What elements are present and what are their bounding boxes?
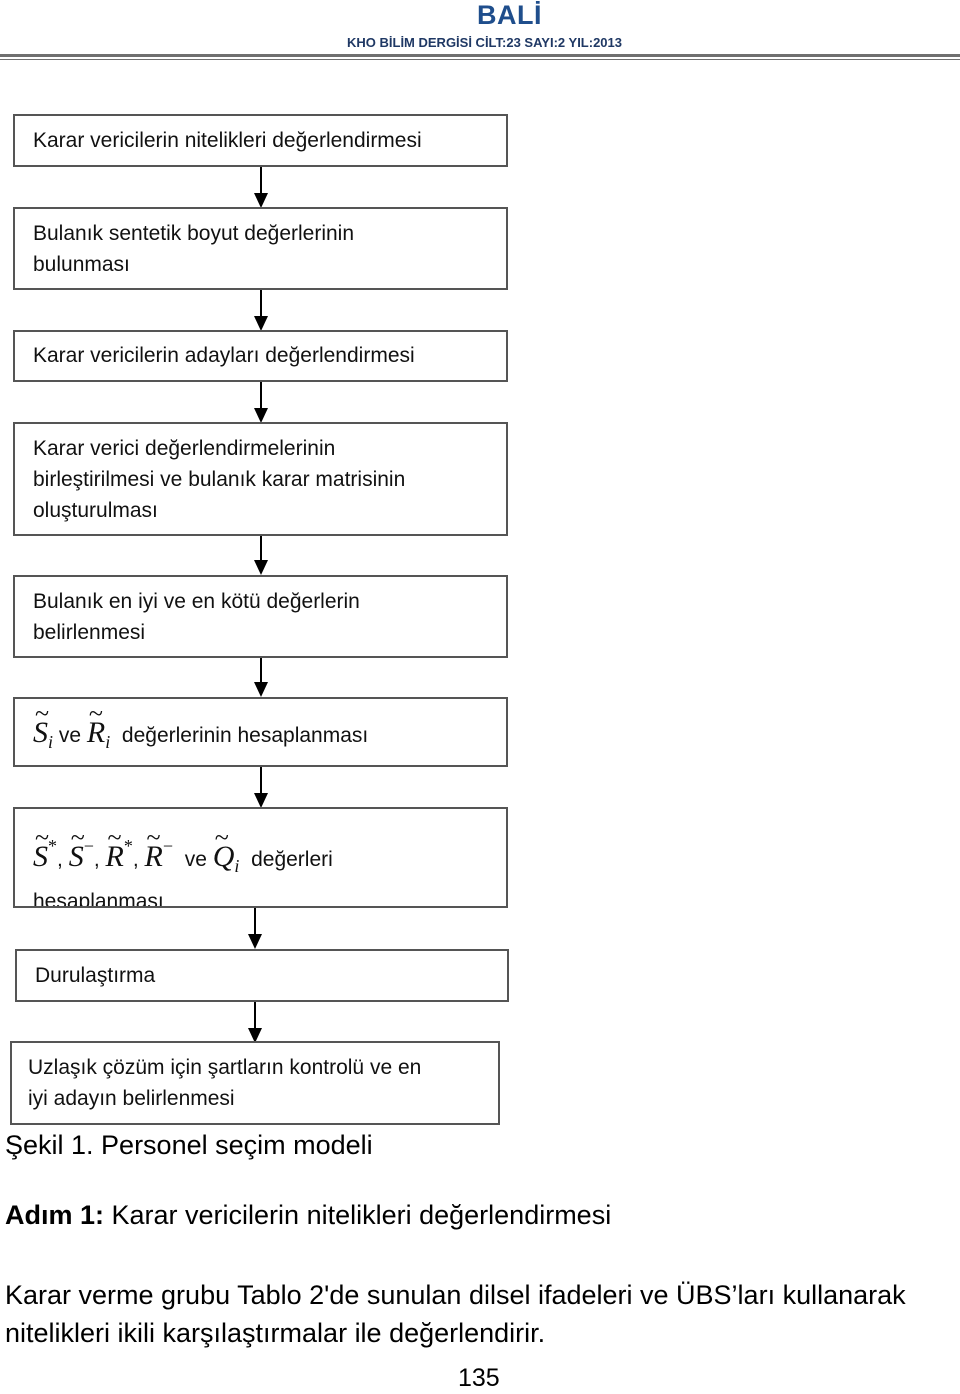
flow-box-text: Bulanık en iyi ve en kötü değerlerin: [33, 590, 360, 613]
flow-box-text: ve: [58, 724, 82, 747]
math-r-tilde: ~R: [105, 823, 124, 873]
body-paragraph: Karar verme grubu Tablo 2'de sunulan dil…: [5, 1276, 960, 1352]
math-r-tilde: ~R: [86, 699, 106, 749]
math-r-tilde: ~R: [144, 823, 163, 873]
flow-box-text: belirlenmesi: [33, 621, 146, 644]
math-s-tilde: ~S: [33, 823, 50, 873]
flow-box-text: Durulaştırma: [35, 964, 156, 987]
flow-box-text: iyi adayın belirlenmesi: [28, 1087, 235, 1110]
flow-arrow: [254, 658, 268, 697]
flow-arrow: [248, 908, 262, 949]
flow-box-text: oluşturulması: [33, 499, 158, 522]
step-label: Adım 1:: [5, 1200, 105, 1230]
flow-box-text: Uzlaşık çözüm için şartların kontrolü ve…: [28, 1056, 422, 1079]
page-number: 135: [458, 1364, 500, 1392]
math-subscript: i: [234, 856, 240, 876]
flow-arrow: [254, 767, 268, 808]
flow-box-best-worst: Bulanık en iyi ve en kötü değerlerin bel…: [13, 575, 508, 658]
flow-box-text: Bulanık sentetik boyut değerlerinin: [33, 222, 355, 245]
math-subscript: i: [105, 732, 111, 752]
flow-box-text: değerleri: [251, 848, 333, 871]
header-rule: [0, 54, 960, 57]
flow-arrow: [254, 382, 268, 423]
figure-caption: Şekil 1. Personel seçim modeli: [5, 1130, 373, 1160]
math-q-tilde: ~Q: [212, 823, 235, 873]
flow-box-text: Karar vericilerin nitelikleri değerlendi…: [33, 129, 422, 152]
flow-arrow: [248, 1002, 262, 1043]
comma: ,: [57, 848, 63, 871]
math-superscript: −: [162, 836, 174, 856]
flow-box-criteria-evaluation: Karar vericilerin nitelikleri değerlendi…: [13, 114, 508, 167]
flow-box-s-r-q-values: ~S*, ~S−, ~R*, ~R− ve ~Qi değerleri hesa…: [13, 807, 508, 908]
flow-arrow: [254, 536, 268, 575]
flow-box-text: birleştirilmesi ve bulanık karar matrisi…: [33, 468, 406, 491]
math-subscript: i: [48, 732, 54, 752]
math-superscript: *: [123, 836, 133, 856]
flow-box-text: Karar vericilerin adayları değerlendirme…: [33, 344, 415, 367]
header-journal: KHO BİLİM DERGİSİ CİLT:23 SAYI:2 YIL:201…: [347, 35, 622, 50]
flow-box-text: hesaplanması: [33, 890, 164, 908]
comma: ,: [132, 848, 139, 871]
flow-box-compromise-solution: Uzlaşık çözüm için şartların kontrolü ve…: [10, 1041, 500, 1125]
math-s-tilde: ~S: [33, 699, 50, 749]
comma: ,: [93, 848, 100, 871]
paragraph-line: Karar verme grubu Tablo 2'de sunulan dil…: [5, 1280, 906, 1310]
flow-box-candidate-evaluation: Karar vericilerin adayları değerlendirme…: [13, 330, 508, 382]
flow-box-fuzzy-synthetic: Bulanık sentetik boyut değerlerinin bulu…: [13, 207, 508, 290]
paragraph-line: nitelikleri ikili karşılaştırmalar ile d…: [5, 1318, 546, 1348]
flow-box-defuzzification: Durulaştırma: [15, 949, 509, 1002]
step-heading: Adım 1: Karar vericilerin nitelikleri de…: [5, 1200, 611, 1231]
flow-box-text: bulunması: [33, 253, 130, 276]
flow-box-text: Karar verici değerlendirmelerinin: [33, 437, 336, 460]
flow-arrow: [254, 167, 268, 208]
math-s-tilde: ~S: [68, 823, 85, 873]
flow-box-text: değerlerinin hesaplanması: [121, 724, 369, 747]
math-superscript: *: [48, 836, 57, 856]
step-text: Karar vericilerin nitelikleri değerlendi…: [104, 1200, 612, 1230]
flow-box-si-ri: ~Si ve ~Ri değerlerinin hesaplanması: [13, 697, 508, 767]
header-author: BALİ: [477, 0, 542, 30]
flow-box-text: ve: [184, 848, 207, 871]
math-superscript: −: [83, 836, 94, 856]
flow-arrow: [254, 290, 268, 331]
header-rule-thin: [0, 59, 960, 60]
flow-box-aggregation: Karar verici değerlendirmelerinin birleş…: [13, 422, 508, 536]
